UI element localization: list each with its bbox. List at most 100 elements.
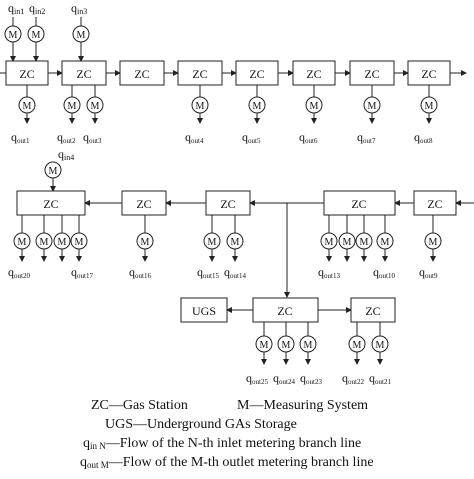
zc-box: ZC — [119, 60, 165, 86]
row-2-main-line — [84, 200, 474, 298]
svg-text:M: M — [141, 237, 150, 248]
svg-text:ZC: ZC — [76, 67, 91, 81]
svg-text:M: M — [208, 237, 217, 248]
svg-text:M: M — [282, 340, 291, 351]
svg-text:ZC: ZC — [43, 197, 58, 211]
inlet-label: qin1 — [8, 1, 24, 16]
row-3-outlets — [261, 322, 383, 365]
meter-icon: M — [305, 96, 323, 114]
meter-icon: M — [348, 335, 366, 353]
svg-text:M: M — [304, 340, 313, 351]
zc-box: ZC — [177, 60, 223, 86]
zc-box: ZC — [252, 297, 319, 323]
outlet-label: qout9 — [419, 265, 438, 280]
meter-icon: M — [136, 232, 154, 250]
svg-text:ZC: ZC — [364, 67, 379, 81]
svg-text:ZC: ZC — [19, 67, 34, 81]
svg-text:M: M — [75, 237, 84, 248]
meter-icon: M — [63, 96, 81, 114]
svg-text:M: M — [353, 340, 362, 351]
meter-icon: M — [320, 232, 338, 250]
outlet-label: qout14 — [224, 265, 246, 280]
svg-text:ZC: ZC — [351, 197, 366, 211]
outlet-label: qout1 — [11, 130, 30, 145]
zc-box: ZC — [121, 190, 167, 216]
svg-text:UGS: UGS — [192, 304, 216, 318]
svg-text:ZC: ZC — [365, 304, 380, 318]
svg-text:M: M — [310, 101, 319, 112]
meter-icon: M — [203, 232, 221, 250]
meter-icon: M — [27, 25, 45, 43]
svg-text:M: M — [253, 101, 262, 112]
zc-box: ZC — [61, 60, 107, 86]
row-2-outlets — [19, 215, 436, 262]
svg-text:M: M — [23, 101, 32, 112]
outlet-label: qout24 — [273, 371, 295, 386]
meter-icon: M — [86, 96, 104, 114]
meter-icon: M — [277, 335, 295, 353]
legend-gas-station: ZC—Gas Station — [91, 398, 188, 413]
outlet-label: qout7 — [357, 130, 376, 145]
outlet-label: qout8 — [414, 130, 433, 145]
svg-text:ZC: ZC — [220, 197, 235, 211]
svg-text:ZC: ZC — [421, 67, 436, 81]
meter-icon: M — [226, 232, 244, 250]
zc-box: ZC — [5, 60, 49, 86]
meter-icon: M — [44, 161, 62, 179]
svg-text:M: M — [368, 101, 377, 112]
meter-icon: M — [338, 232, 356, 250]
svg-text:ZC: ZC — [277, 304, 292, 318]
meter-icon: M — [53, 232, 71, 250]
svg-text:M: M — [196, 101, 205, 112]
outlet-label: qout3 — [83, 130, 102, 145]
meter-icon: M — [13, 232, 31, 250]
svg-text:M: M — [343, 237, 352, 248]
zc-box: ZC — [350, 297, 396, 323]
outlet-label: qout5 — [242, 130, 261, 145]
legend-ugs: UGS—Underground GAs Storage — [105, 417, 297, 432]
meter-icon: M — [248, 96, 266, 114]
svg-text:ZC: ZC — [427, 197, 442, 211]
legend-measuring-system: M—Measuring System — [237, 398, 368, 413]
meter-icon: M — [35, 232, 53, 250]
outlet-label: qout17 — [71, 265, 93, 280]
svg-text:M: M — [9, 30, 18, 41]
inlet-label: qin4 — [58, 147, 74, 162]
outlet-label: qout20 — [8, 265, 30, 280]
outlet-label: qout22 — [342, 371, 364, 386]
meter-icon: M — [376, 232, 394, 250]
meter-icon: M — [420, 96, 438, 114]
svg-text:M: M — [18, 237, 27, 248]
svg-text:ZC: ZC — [134, 67, 149, 81]
zc-box: ZC — [235, 60, 279, 86]
meter-icon: M — [255, 335, 273, 353]
outlet-label: qout2 — [57, 130, 76, 145]
svg-text:M: M — [376, 340, 385, 351]
svg-text:M: M — [58, 237, 67, 248]
outlet-label: qout16 — [129, 265, 151, 280]
svg-text:ZC: ZC — [136, 197, 151, 211]
inlet-label: qin3 — [71, 1, 87, 16]
svg-text:M: M — [260, 340, 269, 351]
row-1-outlets — [24, 85, 432, 124]
outlet-label: qout4 — [185, 130, 204, 145]
zc-box: ZC — [413, 190, 457, 216]
ugs-box: UGS — [180, 297, 228, 323]
svg-text:ZC: ZC — [306, 67, 321, 81]
outlet-label: qout15 — [197, 265, 219, 280]
zc-box: ZC — [349, 60, 395, 86]
outlet-label: qout23 — [300, 371, 322, 386]
zc-box: ZC — [205, 190, 251, 216]
meter-icon: M — [371, 335, 389, 353]
meter-icon: M — [4, 25, 22, 43]
svg-text:M: M — [360, 237, 369, 248]
svg-text:M: M — [91, 101, 100, 112]
zc-box: ZC — [323, 190, 396, 216]
meter-icon: M — [18, 96, 36, 114]
legend-inlet-flow: qin N—Flow of the N-th inlet metering br… — [83, 436, 361, 451]
svg-text:M: M — [425, 101, 434, 112]
svg-text:M: M — [77, 30, 86, 41]
meter-icon: M — [355, 232, 373, 250]
